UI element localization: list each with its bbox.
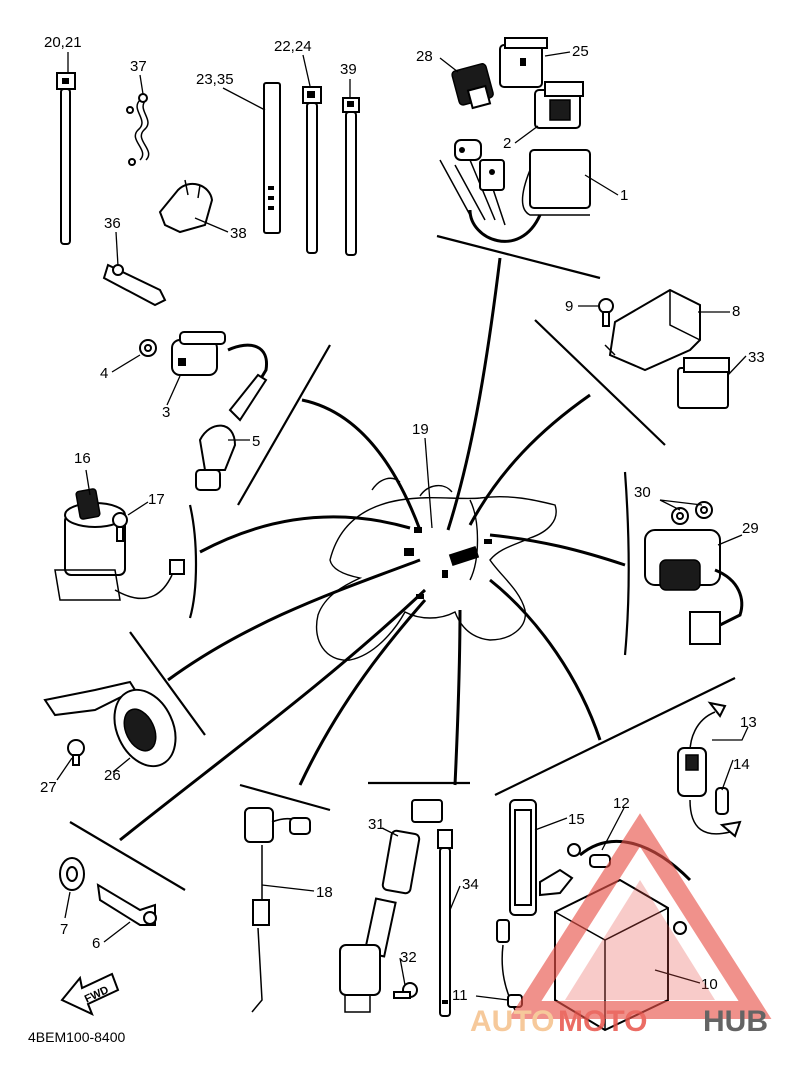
callout-34: 34: [462, 876, 479, 893]
callout-leaders: [56, 51, 749, 1001]
battery-band-15: [509, 799, 574, 916]
screw-17: [112, 512, 128, 542]
callout-7: 7: [60, 921, 68, 938]
callout-22-24: 22,24: [274, 38, 312, 55]
watermark-text-auto: AUTO: [470, 1005, 554, 1038]
plug-cap-5: [195, 373, 268, 491]
cover-31: [381, 799, 443, 895]
relay-25: [499, 37, 548, 88]
callouts: 20,21 37 23,35 22,24 39 28 25 2 1 38 36 …: [40, 34, 765, 1004]
callout-15: 15: [568, 811, 585, 828]
rectifier-8: [604, 288, 701, 372]
relay-28: [451, 63, 494, 110]
callout-39: 39: [340, 61, 357, 78]
coupler-2: [534, 81, 584, 129]
horn-26: [113, 688, 177, 768]
fuse-holder-13: [677, 701, 742, 838]
callout-10: 10: [701, 976, 718, 993]
callout-32: 32: [400, 949, 417, 966]
wire-clip-37: [126, 93, 150, 166]
callout-6: 6: [92, 935, 100, 952]
watermark-text-moto: MOTO: [558, 1005, 647, 1038]
cable-tie-20-21: [56, 72, 76, 245]
callout-3: 3: [162, 404, 170, 421]
band-34: [437, 829, 453, 1017]
callout-8: 8: [732, 303, 740, 320]
cable-tie-23-35: [263, 82, 281, 234]
callout-12: 12: [613, 795, 630, 812]
callout-2: 2: [503, 135, 511, 152]
watermark-logo: AUTO MOTO HUB: [470, 813, 772, 1038]
watermark-triangle-icon: [508, 813, 772, 1019]
callout-1: 1: [620, 187, 628, 204]
group-leaders: [119, 257, 626, 842]
callout-11: 11: [452, 987, 468, 1004]
callout-5: 5: [252, 433, 260, 450]
neutral-switch-6: [96, 883, 157, 926]
callout-25: 25: [572, 43, 589, 60]
bolt-4: [139, 339, 157, 357]
clamp-38: [158, 179, 214, 234]
callout-14: 14: [733, 756, 750, 773]
group-brackets: [69, 234, 736, 891]
cable-tie-39: [342, 97, 360, 256]
screw-32: [393, 982, 418, 999]
battery-cable-12: [567, 839, 692, 882]
relay-33: [677, 357, 730, 409]
cable-tie-22-24: [302, 86, 322, 254]
fuse-14: [715, 787, 729, 815]
callout-16: 16: [74, 450, 91, 467]
callout-18: 18: [316, 884, 333, 901]
callout-38: 38: [230, 225, 247, 242]
bolt-27: [67, 739, 85, 766]
frame-outline: [315, 477, 557, 661]
ground-lead-36: [102, 263, 167, 307]
callout-20-21: 20,21: [44, 34, 82, 51]
watermark-text-hub: HUB: [703, 1005, 768, 1038]
callout-30: 30: [634, 484, 651, 501]
callout-4: 4: [100, 365, 108, 382]
cdi-unit-1: [439, 139, 591, 243]
main-switch-16: [54, 488, 185, 601]
callout-23-35: 23,35: [196, 71, 234, 88]
callout-26: 26: [104, 767, 121, 784]
washer-7: [59, 857, 85, 891]
rear-brake-switch-18: [244, 807, 311, 1013]
callout-31: 31: [368, 816, 385, 833]
screw-9: [598, 298, 614, 327]
starter-relay-29: [644, 529, 744, 645]
callout-29: 29: [742, 520, 759, 537]
callout-27: 27: [40, 779, 57, 796]
fwd-arrow-icon: FWD: [60, 972, 120, 1016]
callout-28: 28: [416, 48, 433, 65]
callout-19: 19: [412, 421, 429, 438]
callout-37: 37: [130, 58, 147, 75]
ignition-coil-3: [171, 331, 268, 411]
callout-9: 9: [565, 298, 573, 315]
callout-33: 33: [748, 349, 765, 366]
breather-hose-11: [496, 919, 523, 1011]
nuts-30: [671, 501, 713, 525]
front-brake-switch: [339, 897, 397, 1013]
callout-13: 13: [740, 714, 757, 731]
diagram-code: 4BEM100-8400: [28, 1029, 126, 1045]
callout-17: 17: [148, 491, 165, 508]
callout-36: 36: [104, 215, 121, 232]
